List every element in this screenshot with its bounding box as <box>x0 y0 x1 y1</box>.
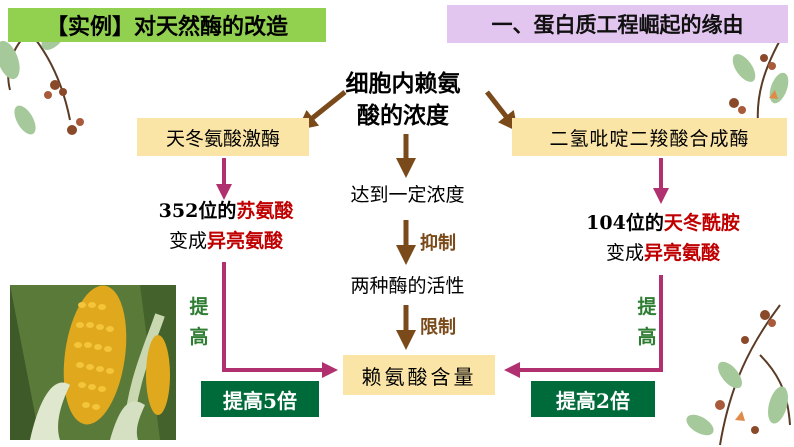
right-mutation-text: 104位的天冬酰胺 变成异亮氨酸 <box>563 208 763 268</box>
lysine-concentration-node: 细胞内赖氨 酸的浓度 <box>318 68 488 132</box>
left-increase-label: 提 高 <box>188 292 210 352</box>
section-example-title: 【实例】对天然酶的改造 <box>8 8 326 42</box>
right-mutation-pos: 104位的 <box>586 212 664 234</box>
floral-decoration-bottom-right <box>686 304 791 446</box>
limit-label: 限制 <box>420 317 456 338</box>
left-increase-char2: 高 <box>189 326 209 348</box>
left-increase-char1: 提 <box>189 296 209 318</box>
right-increase-char1: 提 <box>637 296 657 318</box>
aspartokinase-box: 天冬氨酸激酶 <box>137 118 309 156</box>
section-heading: 一、蛋白质工程崛起的缘由 <box>447 5 788 43</box>
arrow-to-left-enzyme <box>297 90 347 131</box>
left-mutation-from: 苏氨酸 <box>236 200 294 222</box>
arrow-to-right-enzyme <box>485 90 519 132</box>
threshold-step: 达到一定浓度 <box>350 184 465 206</box>
right-increase-label: 提 高 <box>636 292 658 352</box>
inhibit-label: 抑制 <box>420 233 456 254</box>
right-mutation-verb: 变成 <box>605 242 644 264</box>
corn-cob-photo <box>10 285 176 440</box>
lysine-content-box: 赖氨酸含量 <box>343 355 495 395</box>
right-mutation-to: 异亮氨酸 <box>644 242 721 264</box>
arrow-left-increase <box>222 262 338 378</box>
increase-2x-badge: 提高2倍 <box>531 381 655 417</box>
increase-5x-badge: 提高5倍 <box>201 381 319 417</box>
left-mutation-verb: 变成 <box>168 230 207 252</box>
left-mutation-text: 352位的苏氨酸 变成异亮氨酸 <box>128 196 324 256</box>
dhdps-box: 二氢吡啶二羧酸合成酶 <box>512 118 787 156</box>
top-node-line1: 细胞内赖氨 <box>345 70 461 97</box>
enzyme-activity-step: 两种酶的活性 <box>350 275 465 297</box>
right-mutation-from: 天冬酰胺 <box>663 212 740 234</box>
left-mutation-pos: 352位的 <box>158 200 237 222</box>
arrow-right-increase <box>504 275 663 378</box>
top-node-line2: 酸的浓度 <box>357 102 449 129</box>
left-mutation-to: 异亮氨酸 <box>207 230 284 252</box>
right-increase-char2: 高 <box>637 326 657 348</box>
